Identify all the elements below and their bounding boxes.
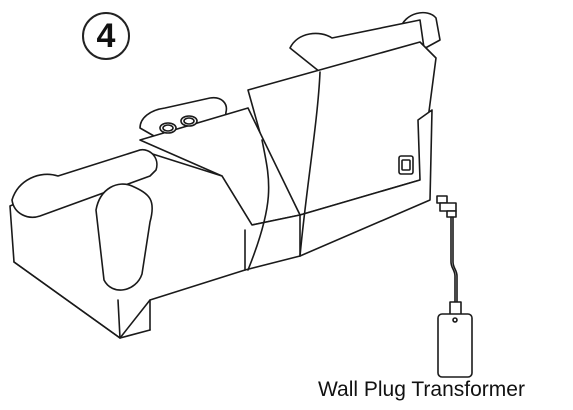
wall-plug-transformer-icon: [436, 195, 473, 378]
left-armrest-back: [11, 148, 158, 218]
transformer-box: [437, 313, 473, 378]
transformer-cable: [450, 216, 456, 303]
transformer-caption: Wall Plug Transformer: [318, 378, 525, 401]
cup-holder-icon: [159, 115, 198, 134]
power-port-icon: [398, 155, 414, 175]
transformer-cable-2: [452, 216, 458, 303]
reclining-sofa-rear-view-icon: [9, 11, 441, 339]
seat-seam-2: [299, 71, 321, 257]
transformer-indicator: [452, 317, 458, 323]
seat-seam-1: [247, 139, 270, 271]
base-corner: [117, 299, 121, 339]
step-number-badge: 4: [82, 12, 130, 60]
seat-back-top-roll: [289, 19, 425, 73]
left-armrest-front: [95, 183, 154, 291]
dc-plug-connector-icon: [436, 195, 457, 218]
